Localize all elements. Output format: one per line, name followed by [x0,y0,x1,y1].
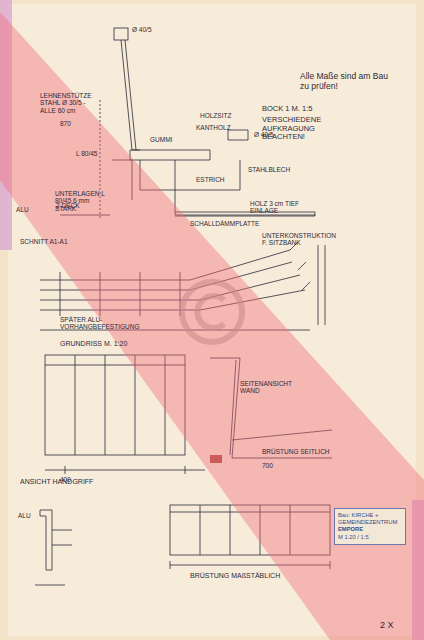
annotation-label: SCHALLDÄMMPLATTE [190,220,259,227]
annotation-label: BRÜSTUNG SEITLICH [262,448,330,455]
annotation-label: ALU [18,512,31,519]
annotation-label: BRÜSTUNG MAßSTÄBLICH [190,572,280,580]
annotation-label: SCHNITT A1-A1 [20,238,68,245]
annotation-label: SPÄTER ALU-VORHANGBEFESTIGUNG [60,316,150,331]
detail-small [35,510,72,585]
annotation-label: L 80/45 [76,150,97,157]
annotation-label: HOLZSITZ [200,112,231,119]
annotation-label: 700 [262,462,273,469]
annotation-label: GUMMI [150,136,172,143]
annotation-label: Ø 40/5 [132,26,152,33]
annotation-label: ANSICHT HANDGRIFF [20,478,93,486]
annotation-label: 870 [60,120,71,127]
annotation-label: STAHLBLECH [248,166,290,173]
annotation-label: UNTERKONSTRUKTION F. SITZBANK [262,232,322,247]
annotation-label: GRUNDRISS M. 1:20 [60,340,127,348]
annotation-label: 2 X [380,620,394,630]
copyright-watermark [182,282,242,342]
title-text: M 1:20 / 1:5 [338,534,402,541]
annotation-label: BOCK 1 M. 1:5 [262,105,312,114]
annotation-label: 2 DECK [56,202,79,209]
annotation-label: ESTRICH [196,176,225,183]
title-block: Bau: KIRCHE + GEMEINDEZENTRUMEMPOREM 1:2… [334,508,406,545]
annotation-label: LEHNENSTÜTZE STAHL Ø 30/5 - ALLE 60 cm [40,92,102,114]
annotation-label: 400 [60,476,71,483]
annotation-label: SEITENANSICHT WAND [240,380,290,395]
annotation-label: ALU [16,206,29,213]
annotation-label: HOLZ 3 cm TIEF EINLAGE [250,200,314,215]
title-text: EMPORE [338,526,402,533]
title-text: Bau: KIRCHE + GEMEINDEZENTRUM [338,512,402,526]
annotation-label: Alle Maße sind am Bau zu prüfen! [300,72,392,92]
annotation-label: UNTERLAGEN L 80/45 6 mm STARK [55,190,109,212]
annotation-label: KANTHOLZ [196,124,231,131]
watermark-band [0,12,424,640]
annotation-label: VERSCHIEDENE AUFKRAGUNG BEACHTEN! [262,116,358,142]
